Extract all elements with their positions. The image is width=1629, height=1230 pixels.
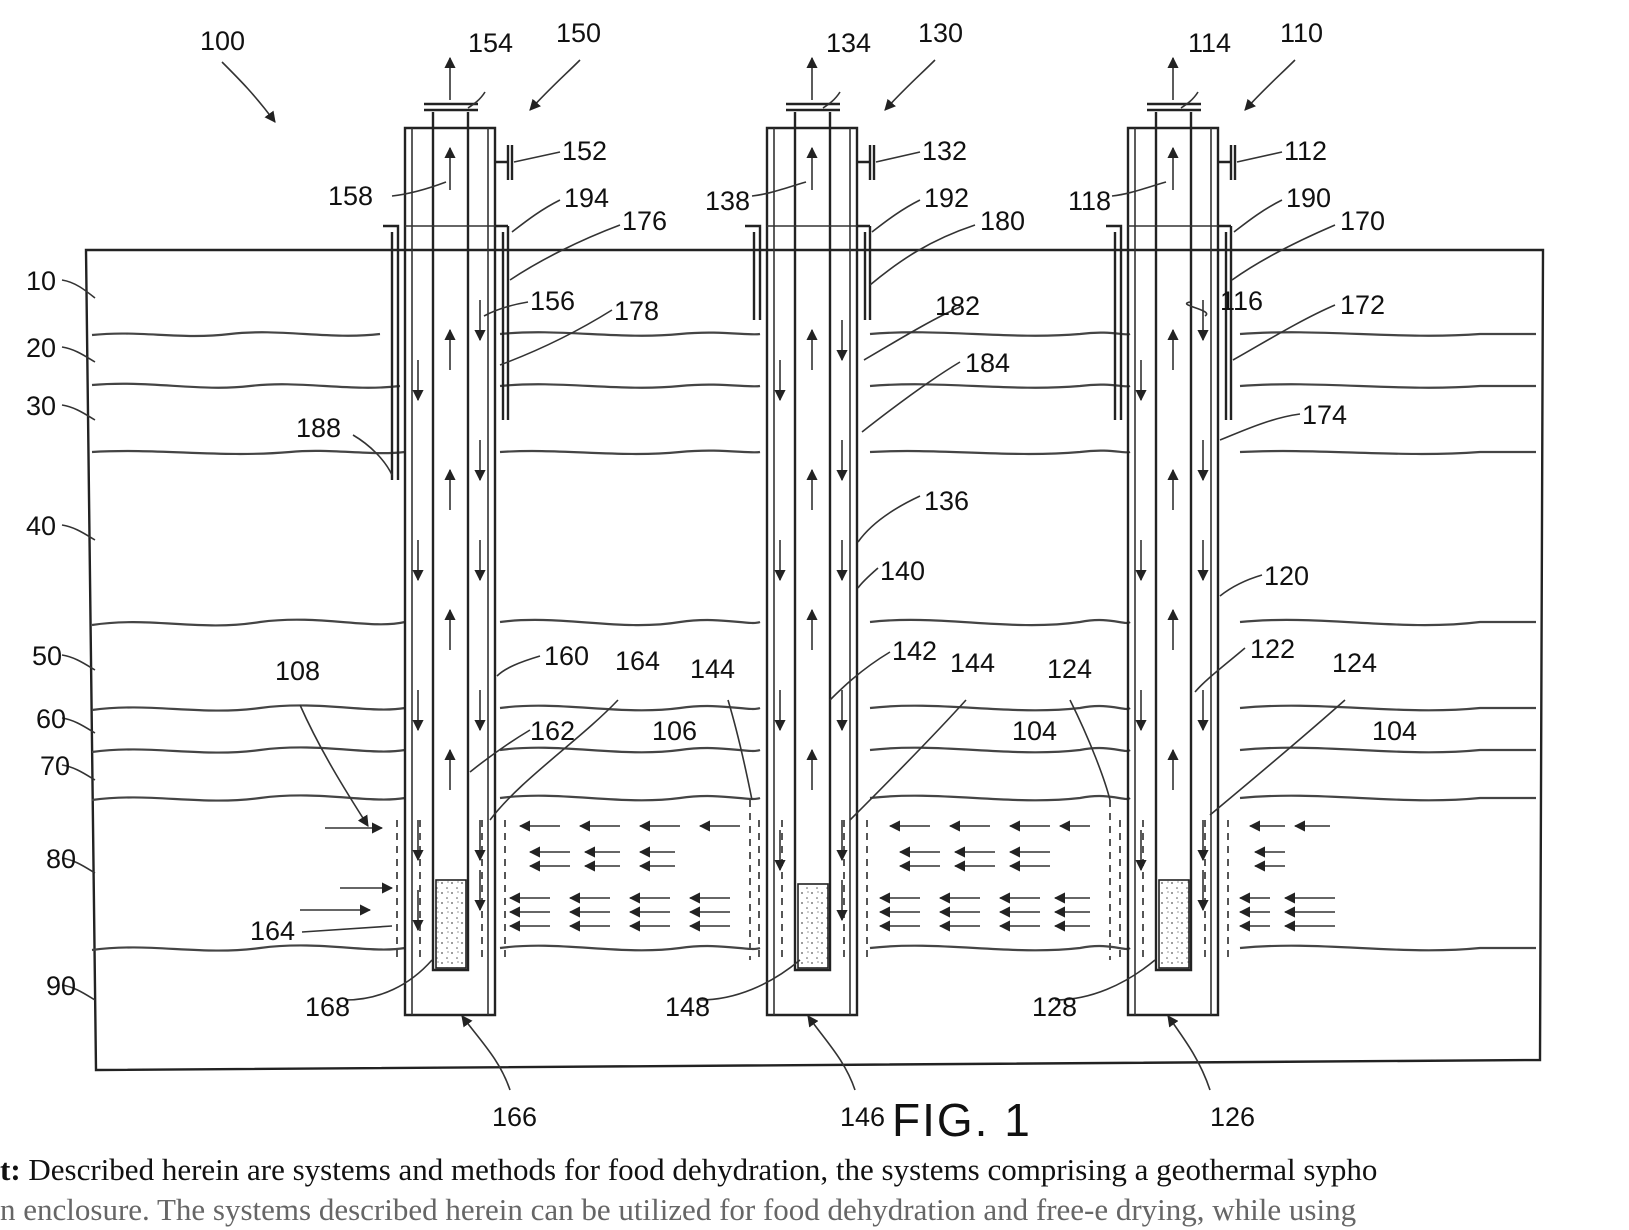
- reference-labels: 100 154 150 134 130 114 110 152 132 112 …: [26, 18, 1417, 1146]
- label-112: 112: [1284, 136, 1327, 166]
- abstract-label: t:: [0, 1152, 21, 1187]
- label-132: 132: [922, 136, 967, 166]
- label-130: 130: [918, 18, 963, 48]
- label-138: 138: [705, 186, 750, 216]
- abstract-line-1: Described herein are systems and methods…: [21, 1152, 1378, 1187]
- label-136: 136: [924, 486, 969, 516]
- label-194: 194: [564, 183, 609, 213]
- layer-label-90: 90: [46, 971, 76, 1001]
- label-176: 176: [622, 206, 667, 236]
- layer-label-20: 20: [26, 333, 56, 363]
- label-174: 174: [1302, 400, 1347, 430]
- label-124-a: 124: [1047, 654, 1092, 684]
- well-110: [1106, 58, 1235, 1015]
- label-164-bottom: 164: [250, 916, 295, 946]
- label-124-b: 124: [1332, 648, 1377, 678]
- label-116: 116: [1220, 286, 1263, 316]
- label-120: 120: [1264, 561, 1309, 591]
- label-166: 166: [492, 1102, 537, 1132]
- label-192: 192: [924, 183, 969, 213]
- abstract-line-2: n enclosure. The systems described herei…: [0, 1190, 1629, 1230]
- label-146: 146: [840, 1102, 885, 1132]
- label-114: 114: [1188, 28, 1231, 58]
- layer-label-80: 80: [46, 844, 76, 874]
- abstract-text: t: Described herein are systems and meth…: [0, 1150, 1629, 1230]
- layer-label-30: 30: [26, 391, 56, 421]
- label-164-top: 164: [615, 646, 660, 676]
- well-150: [383, 58, 512, 1015]
- label-158: 158: [328, 181, 373, 211]
- label-110: 110: [1280, 18, 1323, 48]
- label-122: 122: [1250, 634, 1295, 664]
- reference-arrows: [222, 60, 1295, 1090]
- figure-caption: FIG. 1: [892, 1094, 1032, 1146]
- label-170: 170: [1340, 206, 1385, 236]
- label-134: 134: [826, 28, 871, 58]
- label-118: 118: [1068, 186, 1111, 216]
- layer-label-70: 70: [40, 751, 70, 781]
- label-168: 168: [305, 992, 350, 1022]
- label-144-b: 144: [950, 648, 995, 678]
- label-104-a: 104: [1012, 716, 1057, 746]
- label-162: 162: [530, 716, 575, 746]
- label-178: 178: [614, 296, 659, 326]
- leader-lines: [62, 92, 1345, 1000]
- label-108: 108: [275, 656, 320, 686]
- label-190: 190: [1286, 183, 1331, 213]
- label-148: 148: [665, 992, 710, 1022]
- label-152: 152: [562, 136, 607, 166]
- label-184: 184: [965, 348, 1010, 378]
- label-140: 140: [880, 556, 925, 586]
- label-104-b: 104: [1372, 716, 1417, 746]
- label-142: 142: [892, 636, 937, 666]
- well-130: [745, 58, 874, 1015]
- label-150: 150: [556, 18, 601, 48]
- label-182: 182: [935, 291, 980, 321]
- label-154: 154: [468, 28, 513, 58]
- label-156: 156: [530, 286, 575, 316]
- layer-label-40: 40: [26, 511, 56, 541]
- label-188: 188: [296, 413, 341, 443]
- label-160: 160: [544, 641, 589, 671]
- label-126: 126: [1210, 1102, 1255, 1132]
- layer-label-10: 10: [26, 266, 56, 296]
- label-172: 172: [1340, 290, 1385, 320]
- label-128: 128: [1032, 992, 1077, 1022]
- label-144-a: 144: [690, 654, 735, 684]
- label-106: 106: [652, 716, 697, 746]
- label-100: 100: [200, 26, 245, 56]
- label-180: 180: [980, 206, 1025, 236]
- layer-label-60: 60: [36, 704, 66, 734]
- layer-label-50: 50: [32, 641, 62, 671]
